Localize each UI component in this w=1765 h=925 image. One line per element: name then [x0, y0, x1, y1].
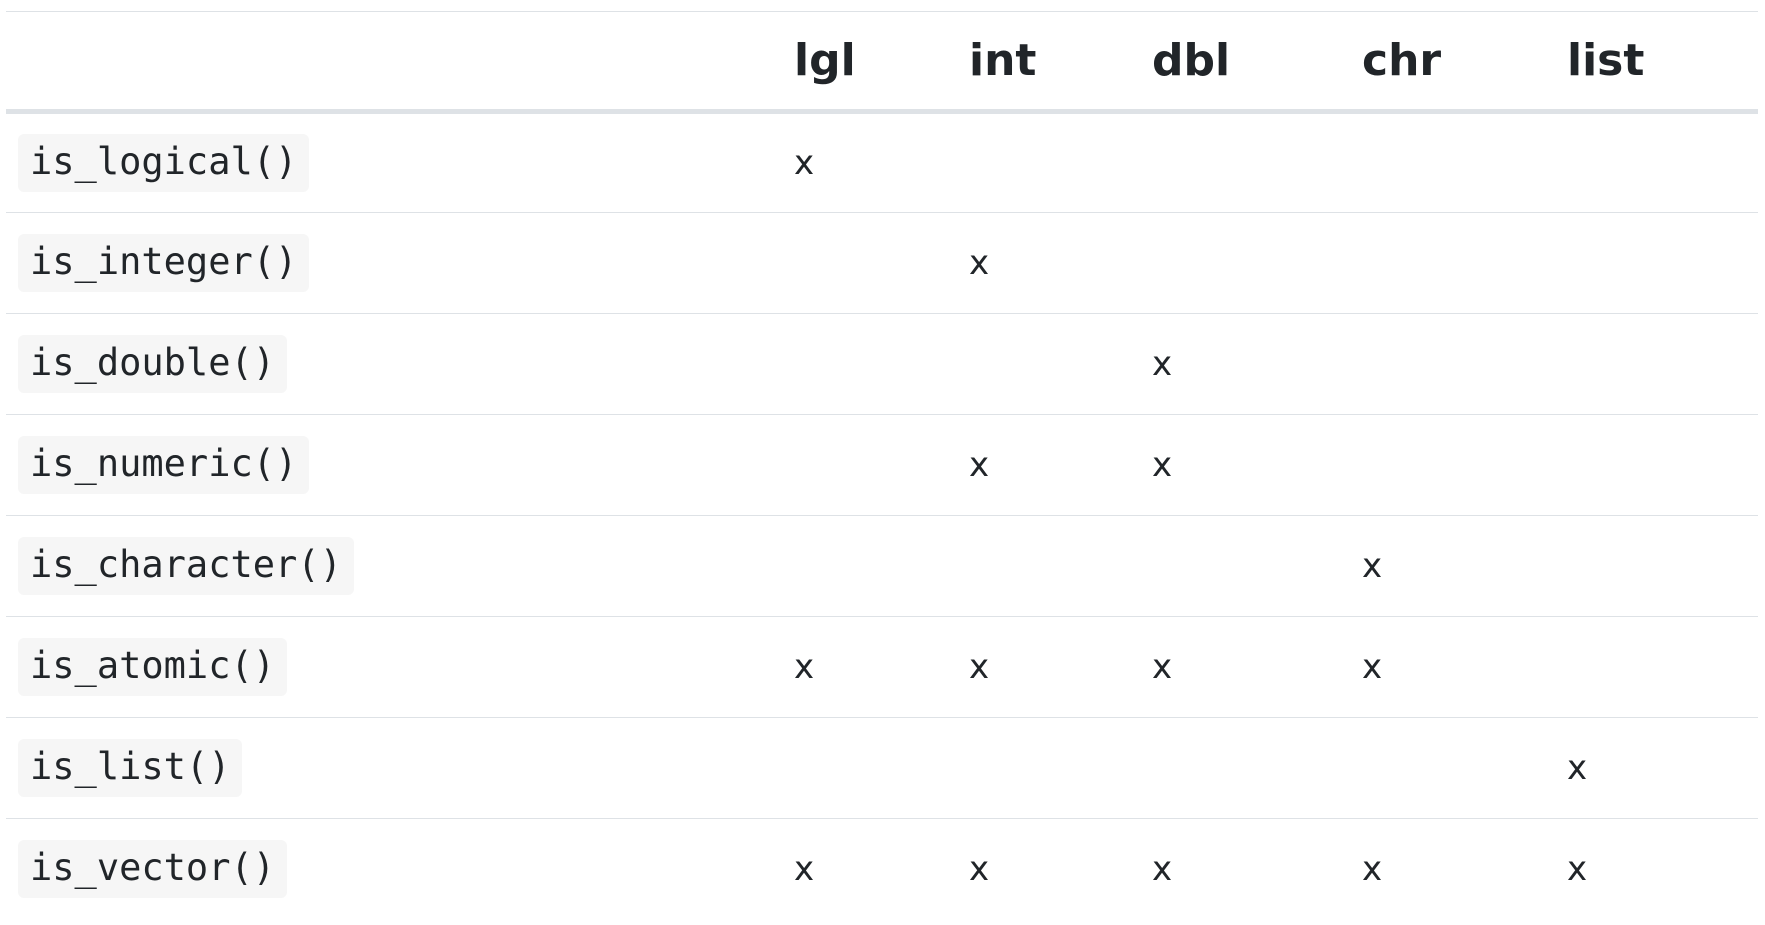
- cell-dbl: [1152, 718, 1362, 819]
- function-code: is_list(): [18, 738, 243, 798]
- check-mark: x: [1362, 647, 1383, 687]
- cell-list: x: [1567, 718, 1758, 819]
- check-mark: x: [1567, 849, 1588, 890]
- table-body: is_logical() x is_integer() x is_double(…: [6, 112, 1758, 920]
- table-row: is_atomic() x x x x: [6, 617, 1758, 718]
- function-cell: is_atomic(): [6, 617, 794, 718]
- check-mark: x: [969, 647, 990, 687]
- function-code: is_vector(): [18, 840, 288, 899]
- function-cell: is_logical(): [6, 112, 794, 213]
- cell-list: [1567, 415, 1758, 516]
- check-mark: x: [794, 647, 815, 687]
- header-dbl: dbl: [1152, 35, 1231, 86]
- check-mark: x: [969, 849, 990, 890]
- table-header: lgl int dbl chr list: [6, 11, 1758, 112]
- table-row: is_vector() x x x x x: [6, 819, 1758, 920]
- table-row: is_numeric() x x: [6, 415, 1758, 516]
- cell-chr: x: [1362, 819, 1567, 920]
- cell-int: x: [969, 415, 1152, 516]
- check-mark: x: [1152, 344, 1173, 384]
- cell-chr: [1362, 718, 1567, 819]
- check-mark: x: [1362, 849, 1383, 890]
- table-row: is_integer() x: [6, 213, 1758, 314]
- header-chr: chr: [1362, 35, 1442, 86]
- cell-int: [969, 112, 1152, 213]
- table-row: is_character() x: [6, 516, 1758, 617]
- function-cell: is_double(): [6, 314, 794, 415]
- check-mark: x: [1152, 647, 1173, 687]
- function-code: is_double(): [18, 334, 288, 394]
- header-function: [6, 12, 794, 112]
- cell-list: [1567, 516, 1758, 617]
- header-lgl: lgl: [794, 35, 856, 86]
- type-predicate-table-container: lgl int dbl chr list is_logical() x is_i…: [6, 11, 1758, 920]
- cell-dbl: [1152, 112, 1362, 213]
- function-code: is_atomic(): [18, 637, 288, 697]
- cell-lgl: x: [794, 617, 969, 718]
- cell-lgl: x: [794, 819, 969, 920]
- header-list: list: [1567, 35, 1645, 86]
- header-int: int: [969, 35, 1037, 86]
- cell-lgl: [794, 516, 969, 617]
- check-mark: x: [1567, 748, 1588, 788]
- cell-lgl: [794, 314, 969, 415]
- function-code: is_numeric(): [18, 435, 310, 495]
- cell-dbl: x: [1152, 314, 1362, 415]
- function-cell: is_character(): [6, 516, 794, 617]
- check-mark: x: [969, 445, 990, 485]
- function-cell: is_list(): [6, 718, 794, 819]
- cell-int: x: [969, 213, 1152, 314]
- check-mark: x: [1362, 546, 1383, 586]
- cell-dbl: [1152, 213, 1362, 314]
- cell-list: [1567, 617, 1758, 718]
- cell-lgl: [794, 718, 969, 819]
- check-mark: x: [969, 243, 990, 283]
- cell-lgl: [794, 213, 969, 314]
- table-row: is_logical() x: [6, 112, 1758, 213]
- function-cell: is_integer(): [6, 213, 794, 314]
- header-row: lgl int dbl chr list: [6, 11, 1758, 112]
- cell-list: [1567, 112, 1758, 213]
- function-cell: is_numeric(): [6, 415, 794, 516]
- function-code: is_logical(): [18, 133, 310, 193]
- check-mark: x: [794, 849, 815, 890]
- type-predicate-table: lgl int dbl chr list is_logical() x is_i…: [6, 11, 1758, 920]
- check-mark: x: [1152, 445, 1173, 485]
- table-row: is_double() x: [6, 314, 1758, 415]
- cell-chr: [1362, 314, 1567, 415]
- cell-lgl: x: [794, 112, 969, 213]
- cell-dbl: x: [1152, 617, 1362, 718]
- cell-int: x: [969, 819, 1152, 920]
- cell-chr: [1362, 213, 1567, 314]
- cell-chr: x: [1362, 516, 1567, 617]
- cell-chr: x: [1362, 617, 1567, 718]
- check-mark: x: [1152, 849, 1173, 890]
- cell-chr: [1362, 112, 1567, 213]
- function-code: is_character(): [18, 536, 354, 596]
- cell-int: x: [969, 617, 1152, 718]
- function-code: is_integer(): [18, 233, 310, 293]
- cell-list: x: [1567, 819, 1758, 920]
- cell-chr: [1362, 415, 1567, 516]
- cell-int: [969, 516, 1152, 617]
- cell-list: [1567, 213, 1758, 314]
- cell-int: [969, 314, 1152, 415]
- table-row: is_list() x: [6, 718, 1758, 819]
- cell-list: [1567, 314, 1758, 415]
- cell-dbl: x: [1152, 415, 1362, 516]
- function-cell: is_vector(): [6, 819, 794, 920]
- cell-dbl: [1152, 516, 1362, 617]
- cell-lgl: [794, 415, 969, 516]
- cell-dbl: x: [1152, 819, 1362, 920]
- cell-int: [969, 718, 1152, 819]
- check-mark: x: [794, 143, 815, 183]
